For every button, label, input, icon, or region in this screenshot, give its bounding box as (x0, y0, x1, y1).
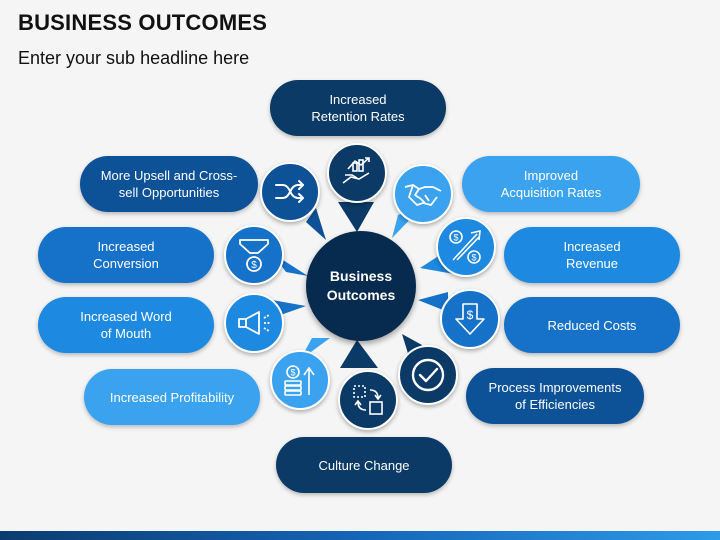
revenue-growth-icon: $ $ (436, 217, 496, 277)
outcome-revenue-line1: Increased (563, 239, 621, 254)
outcome-acquisition-line1: Improved (523, 168, 579, 183)
page-subtitle: Enter your sub headline here (18, 48, 250, 68)
center-line-1: Business (329, 268, 393, 284)
outcome-upsell-line2: sell Opportunities (118, 185, 220, 200)
outcome-revenue-line2: Revenue (565, 256, 619, 271)
center-hub: Business Outcomes (306, 231, 416, 341)
outcome-profitability-label: Increased Profitability (109, 389, 235, 405)
svg-text:$: $ (471, 253, 476, 263)
checkmark-icon (398, 345, 458, 405)
outcome-conversion-line1: Increased (97, 239, 155, 254)
outcome-retention-line1: Increased (329, 92, 387, 107)
outcome-word-line2: of Mouth (100, 326, 152, 341)
svg-text:$: $ (453, 233, 458, 243)
outcome-upsell: More Upsell and Cross-sell Opportunities (80, 156, 258, 212)
center-line-2: Outcomes (326, 287, 396, 303)
megaphone-icon (224, 293, 284, 353)
outcome-culture-change: Culture Change (276, 437, 452, 493)
connector-lower-right (402, 334, 422, 360)
outcome-reduced-costs: Reduced Costs (504, 297, 680, 353)
outcome-acquisition-line2: Acquisition Rates (500, 185, 602, 200)
outcome-culture-label: Culture Change (318, 457, 410, 473)
outcome-process-line2: of Efficiencies (515, 397, 595, 412)
connector-upper-left (306, 208, 326, 240)
svg-text:$: $ (467, 308, 474, 322)
outcome-process-improvements: Process Improvements of Efficiencies (466, 368, 644, 424)
cost-down-arrow-icon: $ (440, 289, 500, 349)
svg-text:$: $ (251, 260, 257, 271)
outcome-word-of-mouth: Increased Word of Mouth (38, 297, 214, 353)
handshake-icon (393, 164, 453, 224)
footer-bar (0, 531, 720, 540)
funnel-icon: $ (224, 225, 284, 285)
outcome-retention-line2: Retention Rates (311, 109, 405, 124)
outcome-upsell-line1: More Upsell and Cross- (100, 168, 238, 183)
outcome-reduced-costs-label: Reduced Costs (547, 317, 637, 333)
page-title: BUSINESS OUTCOMES (18, 10, 268, 35)
svg-text:$: $ (290, 368, 295, 378)
outcome-process-line1: Process Improvements (488, 380, 622, 395)
hand-growth-icon (327, 143, 387, 203)
connector-top (338, 202, 374, 232)
connector-bottom (340, 340, 378, 368)
shuffle-icon (260, 162, 320, 222)
outcome-word-line1: Increased Word (80, 309, 172, 324)
change-cycle-icon (338, 370, 398, 430)
outcome-profitability: Increased Profitability (84, 369, 260, 425)
outcome-conversion-line2: Conversion (93, 256, 159, 271)
coins-growth-icon: $ (270, 350, 330, 410)
connector-right-2 (418, 292, 448, 312)
